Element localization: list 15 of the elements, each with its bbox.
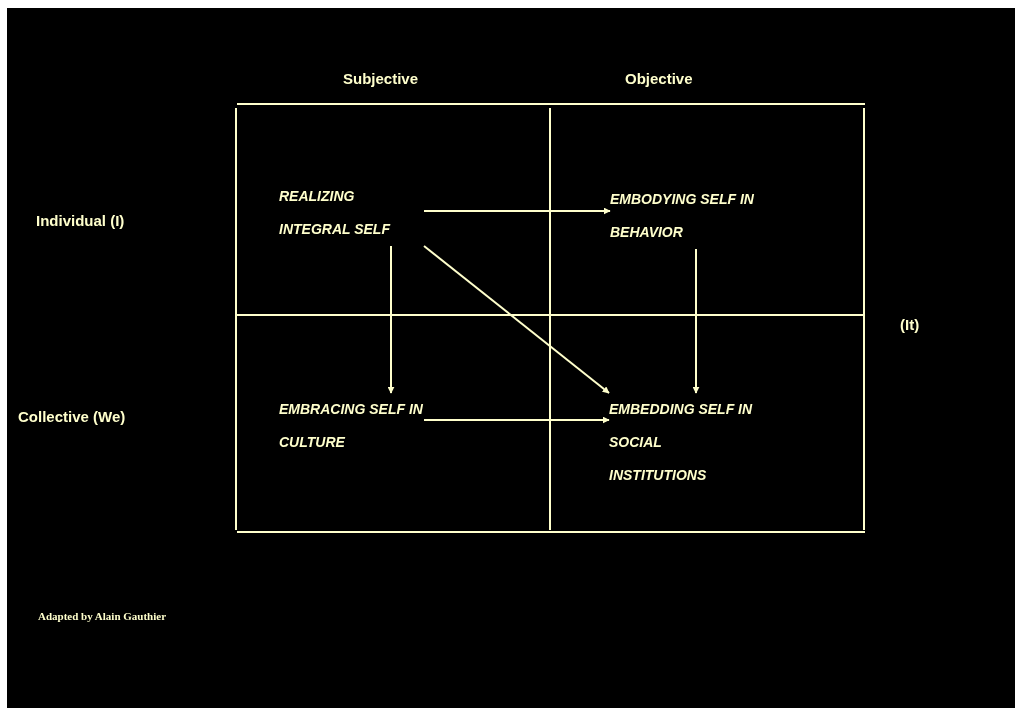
arrow — [423, 207, 611, 215]
attribution-note: Adapted by Alain Gauthier — [38, 610, 167, 622]
arrow — [423, 245, 610, 394]
axis-label: Objective — [625, 70, 693, 87]
axis-label: (It) — [900, 316, 920, 333]
axis-label: Individual (I) — [36, 212, 125, 229]
quadrant-label: EMBODYING SELF IN BEHAVIOR — [610, 183, 755, 249]
quadrant-label: EMBRACING SELF IN CULTURE — [279, 393, 424, 459]
axis-label: Collective (We) — [18, 408, 126, 425]
quadrant-label: REALIZING INTEGRAL SELF — [279, 180, 424, 246]
arrow — [692, 248, 700, 394]
quadrant-label: EMBEDDING SELF IN SOCIAL INSTITUTIONS — [609, 393, 754, 492]
axis-label: Subjective — [343, 70, 419, 87]
arrow — [423, 416, 610, 424]
arrow — [387, 245, 395, 394]
